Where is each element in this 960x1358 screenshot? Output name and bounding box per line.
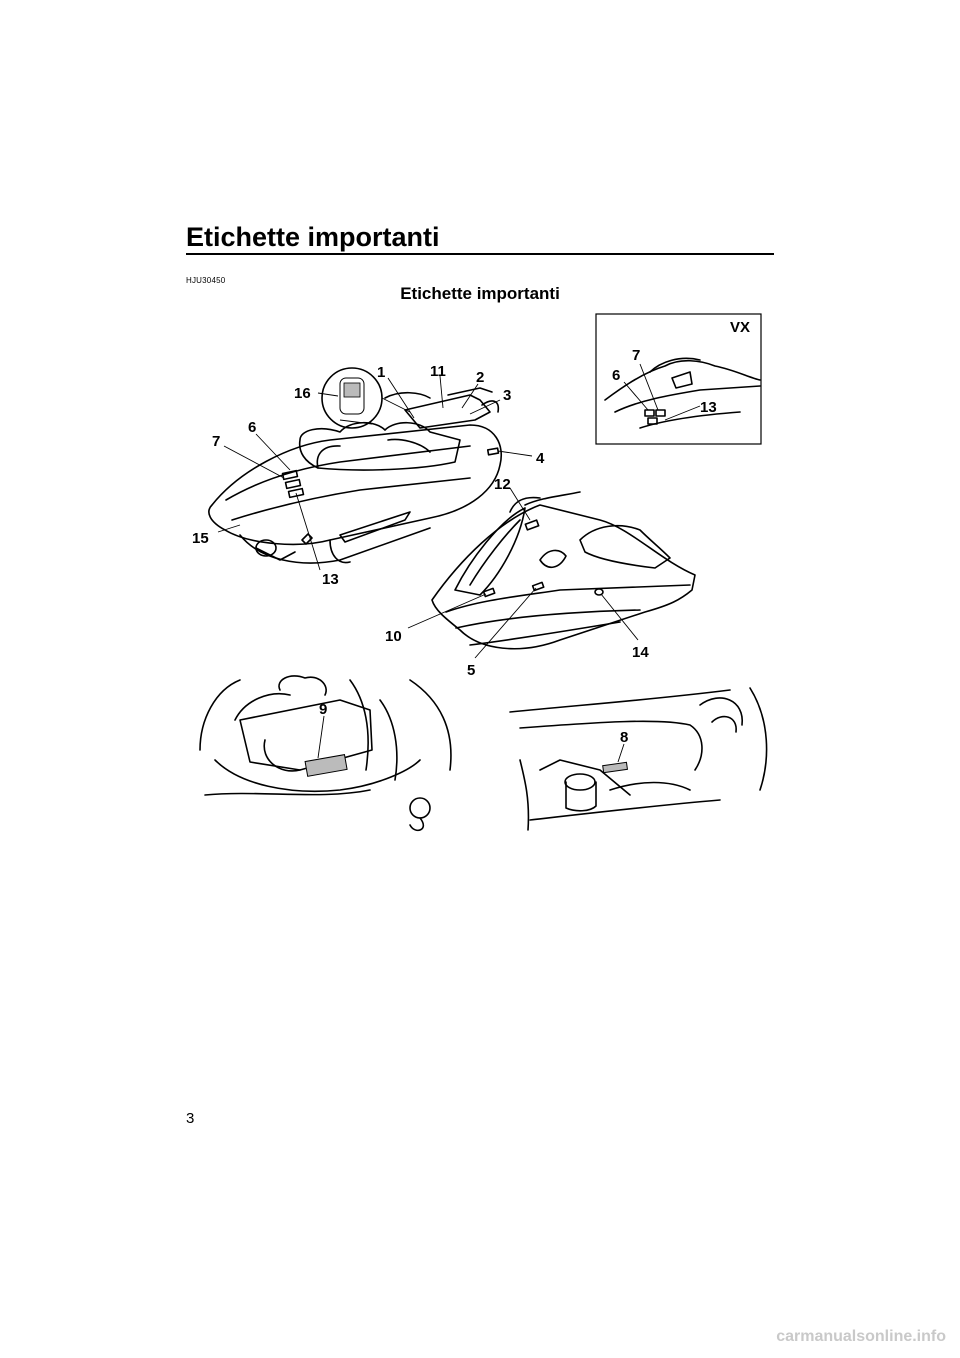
callout-9: 9 (319, 701, 327, 718)
callout-1: 1 (377, 364, 385, 381)
callout-16: 16 (294, 385, 311, 402)
watermark: carmanualsonline.info (776, 1328, 946, 1345)
callout-vx-6: 6 (612, 367, 620, 384)
callout-vx-13: 13 (700, 399, 717, 416)
callout-leaders-main (217, 375, 533, 571)
callout-2: 2 (476, 369, 484, 386)
callout-leaders-front (407, 487, 639, 659)
callout-11: 11 (430, 363, 446, 380)
watercraft-front-drawing (431, 491, 696, 650)
callout-4: 4 (536, 450, 545, 467)
engine-compartment-left (199, 675, 452, 832)
callout-8: 8 (620, 729, 628, 746)
callout-10: 10 (385, 628, 402, 645)
watercraft-rear-drawing (208, 367, 502, 564)
vx-label: VX (730, 319, 750, 336)
callout-6: 6 (248, 419, 256, 436)
title-rule (186, 253, 774, 255)
callout-12: 12 (494, 476, 511, 493)
callout-13: 13 (322, 571, 339, 588)
section-code: HJU30450 (186, 276, 226, 285)
callout-numbers: 1 11 2 3 4 16 6 7 15 13 12 10 5 14 VX 7 … (192, 319, 750, 746)
callout-vx-7: 7 (632, 347, 640, 364)
section-title: Etichette importanti (400, 284, 560, 303)
callout-5: 5 (467, 662, 475, 679)
callout-7: 7 (212, 433, 220, 450)
engine-compartment-right (509, 687, 768, 831)
callout-15: 15 (192, 530, 209, 547)
vx-inset-box (595, 313, 762, 445)
callout-14: 14 (632, 644, 649, 661)
page-title: Etichette importanti (186, 222, 440, 252)
page-number: 3 (186, 1110, 195, 1127)
callout-3: 3 (503, 387, 511, 404)
